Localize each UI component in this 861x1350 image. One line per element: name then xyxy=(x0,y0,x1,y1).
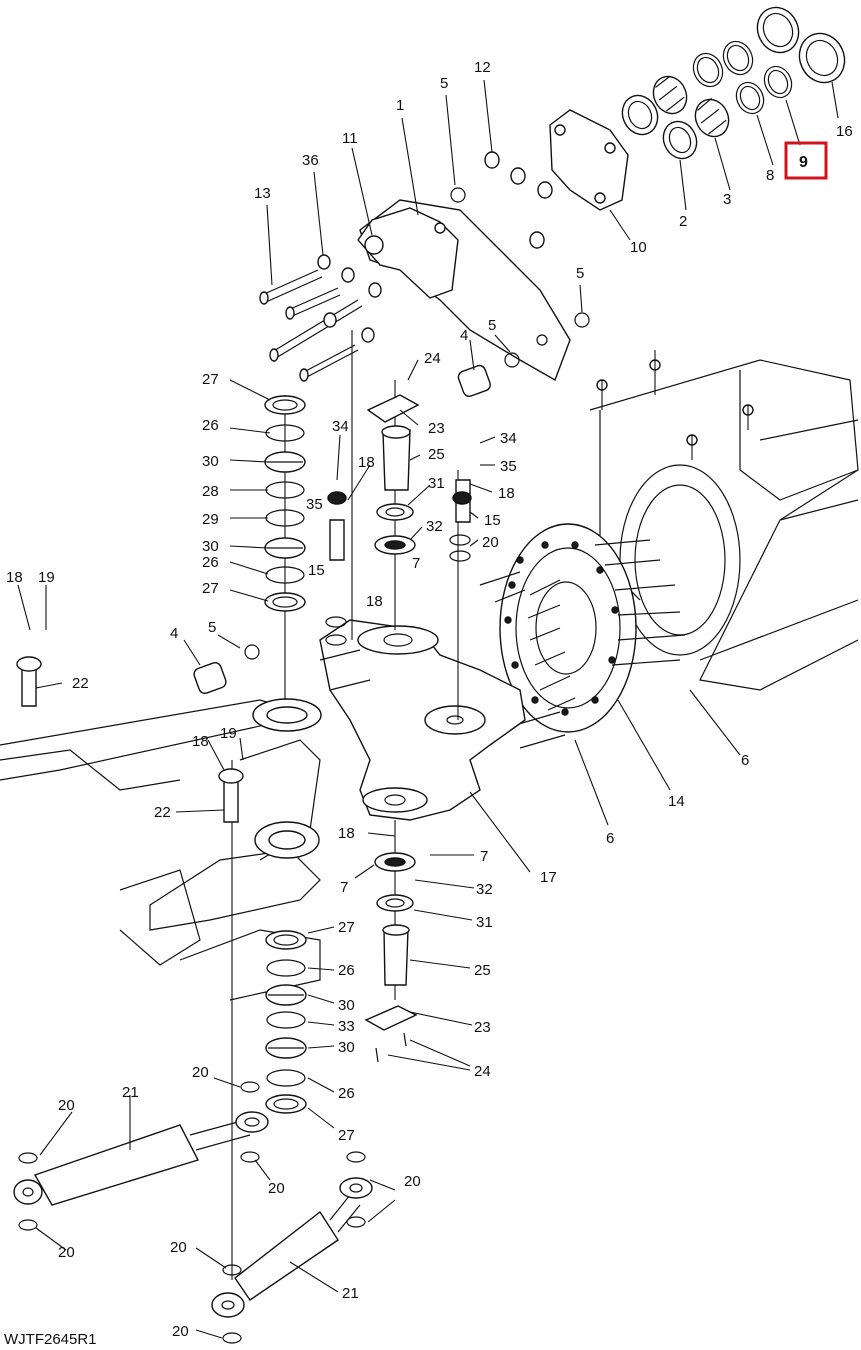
callout-27-c: 27 xyxy=(338,919,355,936)
callout-34-left: 34 xyxy=(332,418,349,435)
callout-20-g: 20 xyxy=(172,1323,189,1340)
callout-21-b: 21 xyxy=(342,1285,359,1302)
callout-20-right: 20 xyxy=(482,534,499,551)
callout-1: 1 xyxy=(396,97,404,114)
drawing-id: WJTF2645R1 xyxy=(4,1331,97,1348)
callout-27-a: 27 xyxy=(202,371,219,388)
callout-7-bot-l: 7 xyxy=(340,879,348,896)
callout-6-low: 6 xyxy=(606,830,614,847)
callout-7-top: 7 xyxy=(412,555,420,572)
callout-11: 11 xyxy=(342,130,358,147)
callout-13: 13 xyxy=(254,185,271,202)
callout-6-right: 6 xyxy=(741,752,749,769)
callout-31-top: 31 xyxy=(428,475,445,492)
callout-18-low: 18 xyxy=(192,733,209,750)
callout-33: 33 xyxy=(338,1018,355,1035)
callout-20-b: 20 xyxy=(58,1097,75,1114)
callout-12: 12 xyxy=(474,59,491,76)
callout-5-right: 5 xyxy=(576,265,584,282)
pivot-bushings xyxy=(16,364,491,823)
callout-24-bot: 24 xyxy=(474,1063,491,1080)
steering-knuckle xyxy=(319,619,526,821)
callout-20-a: 20 xyxy=(192,1064,209,1081)
callout-32-bot: 32 xyxy=(476,881,493,898)
callout-19-mid: 19 xyxy=(220,725,237,742)
bushings-and-rings xyxy=(621,6,846,160)
callout-20-c: 20 xyxy=(268,1180,285,1197)
callout-18-mid: 18 xyxy=(366,593,383,610)
callout-18-far: 18 xyxy=(6,569,23,586)
callout-19-far: 19 xyxy=(38,569,55,586)
callout-14: 14 xyxy=(668,793,685,810)
callout-5-mid: 5 xyxy=(488,317,496,334)
callout-28: 28 xyxy=(202,483,219,500)
callout-8: 8 xyxy=(766,167,774,184)
callout-4-mid: 4 xyxy=(460,327,468,344)
highlight-box-9 xyxy=(784,141,828,180)
axle-housing-flange xyxy=(357,109,629,382)
axle-frame xyxy=(0,698,322,1001)
kingpin-stack-left xyxy=(264,395,306,700)
callout-20-f: 20 xyxy=(170,1239,187,1256)
callout-7-bot-r: 7 xyxy=(480,848,488,865)
callout-18-bot: 18 xyxy=(338,825,355,842)
callout-30-c: 30 xyxy=(338,997,355,1014)
callout-23-bot: 23 xyxy=(474,1019,491,1036)
callout-labels: 1 5 12 11 36 13 10 2 3 8 16 9 5 5 4 24 2… xyxy=(4,59,853,1348)
callout-35-left: 35 xyxy=(306,496,323,513)
callout-26-c: 26 xyxy=(338,962,355,979)
callout-20-d: 20 xyxy=(404,1173,421,1190)
callout-20-e: 20 xyxy=(58,1244,75,1261)
callout-16: 16 xyxy=(836,123,853,140)
callout-26-a: 26 xyxy=(202,417,219,434)
callout-23-top: 23 xyxy=(428,420,445,437)
callout-10: 10 xyxy=(630,239,647,256)
callout-21-a: 21 xyxy=(122,1084,139,1101)
callout-29: 29 xyxy=(202,511,219,528)
callout-18-left: 18 xyxy=(358,454,375,471)
callout-9: 9 xyxy=(799,154,808,171)
callout-15-right: 15 xyxy=(484,512,501,529)
callout-36: 36 xyxy=(302,152,319,169)
callout-24-top: 24 xyxy=(424,350,441,367)
callout-31-bot: 31 xyxy=(476,914,493,931)
callout-25-top: 25 xyxy=(428,446,445,463)
kingpin-stack-lower xyxy=(231,760,307,1280)
callout-27-b: 27 xyxy=(202,580,219,597)
callout-22-left: 22 xyxy=(72,675,89,692)
callout-18-right: 18 xyxy=(498,485,515,502)
callout-4-left: 4 xyxy=(170,625,178,642)
kingpin-parts xyxy=(325,330,472,1063)
steering-cylinders xyxy=(13,1081,373,1344)
callout-27-d: 27 xyxy=(338,1127,355,1144)
callout-26-b: 26 xyxy=(202,554,219,571)
callout-25-bot: 25 xyxy=(474,962,491,979)
leader-lines xyxy=(17,79,839,1339)
callout-30-a: 30 xyxy=(202,453,219,470)
mounting-bolts xyxy=(259,151,590,382)
callout-30-d: 30 xyxy=(338,1039,355,1056)
callout-5-left: 5 xyxy=(208,619,216,636)
callout-15-left: 15 xyxy=(308,562,325,579)
callout-34-right: 34 xyxy=(500,430,517,447)
callout-5: 5 xyxy=(440,75,448,92)
wheel-hub xyxy=(479,523,686,749)
callout-26-d: 26 xyxy=(338,1085,355,1102)
callout-35-right: 35 xyxy=(500,458,517,475)
callout-22-mid: 22 xyxy=(154,804,171,821)
callout-17: 17 xyxy=(540,869,557,886)
callout-2: 2 xyxy=(679,213,687,230)
callout-32-top: 32 xyxy=(426,518,443,535)
callout-30-b: 30 xyxy=(202,538,219,555)
callout-3: 3 xyxy=(723,191,731,208)
